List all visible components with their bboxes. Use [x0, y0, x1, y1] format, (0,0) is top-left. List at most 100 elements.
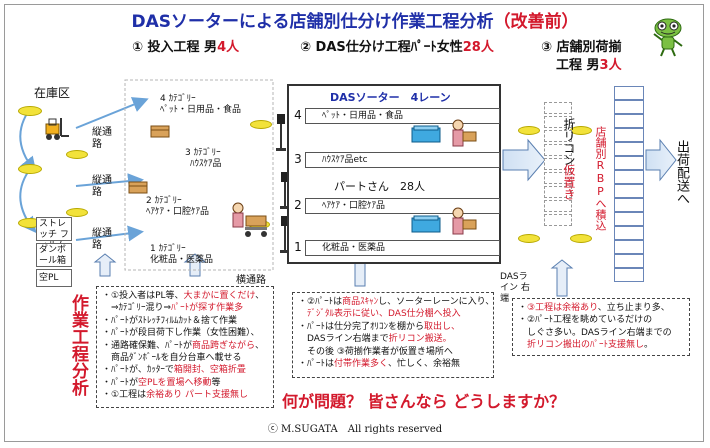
category-1-sub: 化粧品・医薬品	[150, 255, 214, 265]
note-line: ・③工程は余裕あり、立ち止まり多、	[518, 303, 670, 313]
temp-slot	[544, 172, 572, 184]
shipping-label: 出荷配送へ	[674, 140, 689, 205]
note-line: ・ﾊﾟｰﾄが空PLを置場へ移動等	[102, 377, 221, 388]
part-timers-label: パートさん 28人	[334, 180, 425, 193]
store-slot	[614, 184, 644, 198]
process3-header: ③ 店舗別荷揃	[541, 40, 622, 55]
lane-4: ﾍﾟｯﾄ・日用品・食品	[305, 108, 500, 124]
das-line-end-label: DASライン 右端	[500, 272, 530, 304]
store-rbp-label: 店舗別RBPへ積込	[594, 126, 607, 231]
floor-marker	[518, 126, 540, 135]
cardboard-box: ダンボ ール箱	[36, 243, 72, 267]
fold-container-label: 折リコン	[562, 118, 576, 166]
aisle-label: 縦通路	[92, 127, 112, 150]
store-slot	[614, 156, 644, 170]
floor-marker	[570, 234, 592, 243]
note-line: ﾃﾞｼﾞﾀﾙ表示に従い、DAS仕分棚へ投入	[307, 309, 461, 320]
scanner-stand-icon	[280, 172, 290, 209]
temp-slot	[544, 158, 572, 170]
lane-2: ﾍｱｹｱ・口腔ｹｱ品	[305, 198, 500, 214]
page-title: DASソーターによる店舗別仕分け作業工程分析（改善前）	[131, 12, 579, 32]
note-line: しぐさ多い。DASライン右端までの	[518, 327, 672, 338]
note-line: DASライン右端まで折リコン搬送。	[298, 334, 452, 345]
aisle-label: 縦通路	[92, 175, 112, 198]
floor-marker	[18, 164, 42, 174]
diagram-frame	[4, 4, 704, 442]
horizontal-aisle-label: 横通路	[236, 275, 266, 286]
temp-place-label: 仮置き	[562, 164, 576, 200]
forklift-icon	[45, 118, 69, 140]
category-2-title: 2 ｶﾃｺﾞﾘｰ	[146, 196, 182, 206]
temp-slot	[544, 130, 572, 142]
note-line: ・ﾊﾟｰﾄが、ｶｯﾀｰで箱開封、空箱折畳	[102, 365, 246, 376]
note-line: ・ﾊﾟｰﾄは仕分完了ｵﾘｺﾝを棚から取出し、	[298, 321, 461, 332]
analysis-label: 作業工程分析	[68, 294, 88, 396]
store-slot	[614, 86, 644, 100]
category-4-title: 4 ｶﾃｺﾞﾘｰ	[160, 94, 196, 104]
note-line: その後 ③荷揃作業者が仮置き場所へ	[298, 346, 453, 357]
process1-header: ① 投入工程 男4人	[132, 40, 240, 55]
temp-slot	[544, 200, 572, 212]
process2-header: ② DAS仕分け工程ﾊﾟｰﾄ女性28人	[300, 40, 494, 55]
note-line: ・ﾊﾟｰﾄは付帯作業多く、忙しく、余裕無	[298, 359, 461, 370]
lane-3: ﾊｳｽｹｱ品etc	[305, 152, 500, 168]
part-timer-icon	[452, 207, 477, 235]
process1-problem-notes: ・①投入者はPL等、大まかに置くだけ、 ⇒ｶﾃｺﾞﾘｰ混り⇒ﾊﾟｰﾄが探す作業多…	[96, 286, 274, 408]
store-slot	[614, 268, 644, 282]
floor-marker	[250, 120, 272, 129]
process3-header-line2: 工程 男3人	[556, 58, 622, 73]
store-slot	[614, 114, 644, 128]
category-1-title: 1 ｶﾃｺﾞﾘｰ	[150, 244, 186, 254]
part-timer-icon	[452, 119, 477, 147]
fold-container-icon	[411, 125, 441, 143]
floor-marker	[518, 234, 540, 243]
temp-slot	[544, 102, 572, 114]
note-line: ⇒ｶﾃｺﾞﾘｰ混り⇒ﾊﾟｰﾄが探す作業多	[102, 303, 244, 314]
floor-marker	[66, 150, 88, 159]
store-slot	[614, 226, 644, 240]
store-slot	[614, 240, 644, 254]
lane-number: 3	[294, 152, 302, 166]
store-slot	[614, 212, 644, 226]
floor-marker	[18, 106, 42, 116]
note-line: ・ﾊﾟｰﾄがｽﾄﾚｯﾁﾌｨﾙﾑｶｯﾄ＆捨て作業	[102, 315, 238, 326]
process2-problem-notes: ・②ﾊﾟｰﾄは商品ｽｷｬﾝし、ソーターレーンに入り、 ﾃﾞｼﾞﾀﾙ表示に従い、D…	[292, 292, 494, 378]
worker-cart-icon	[232, 202, 267, 237]
store-slot	[614, 100, 644, 114]
lane-1: 化粧品・医薬品	[305, 240, 500, 256]
store-slot	[614, 254, 644, 268]
storage-area-label: 在庫区	[34, 86, 71, 100]
note-line: 折リコン搬出のﾊﾟｰﾄ支援無し。	[527, 340, 654, 351]
lane-number: 4	[294, 108, 302, 122]
note-line: ・ﾊﾟｰﾄが段目荷下し作業（女性困難）、	[102, 328, 260, 339]
empty-pallet-box: 空PL	[36, 269, 72, 287]
temp-slot	[544, 116, 572, 128]
floor-marker	[66, 208, 88, 217]
temp-slot	[544, 186, 572, 198]
category-2-sub: ﾍｱｹｱ・口腔ｹｱ品	[146, 207, 210, 217]
category-4-sub: ﾍﾟｯﾄ・日用品・食品	[160, 105, 242, 115]
cardboard-box-icon	[128, 181, 148, 194]
aisle-label: 縦通路	[92, 228, 112, 251]
fold-container-icon	[411, 215, 441, 233]
process3-problem-notes: ・③工程は余裕あり、立ち止まり多、 ・②ﾊﾟｰﾄ工程を眺めているだけの しぐさ多…	[512, 298, 690, 356]
mascot-icon	[653, 18, 683, 57]
store-slot	[614, 198, 644, 212]
store-slot	[614, 170, 644, 184]
note-line: ・①投入者はPL等、大まかに置くだけ、	[102, 291, 265, 301]
note-line: 商品ﾀﾞﾝﾎﾞｰﾙを自分台車へ載せる	[102, 353, 242, 364]
cardboard-box-icon	[150, 125, 170, 138]
copyright: ⓒ M.SUGATA All rights reserved	[267, 424, 443, 435]
scanner-stand-icon	[280, 216, 290, 253]
store-slot	[614, 142, 644, 156]
stretch-film-box: ストレッチ フィルム	[36, 217, 72, 251]
lane-number: 2	[294, 198, 302, 212]
store-slot	[614, 128, 644, 142]
lane-number: 1	[294, 240, 302, 254]
question-text: 何が問題？ 皆さんなら どうしますか？	[282, 392, 566, 411]
category-3-title: 3 ｶﾃｺﾞﾘｰ	[185, 148, 221, 158]
note-line: ・①工程は余裕あり パート支援無し	[102, 390, 248, 401]
category-3-sub: ﾊｳｽｹｱ品	[190, 159, 222, 169]
temp-slot	[544, 214, 572, 226]
